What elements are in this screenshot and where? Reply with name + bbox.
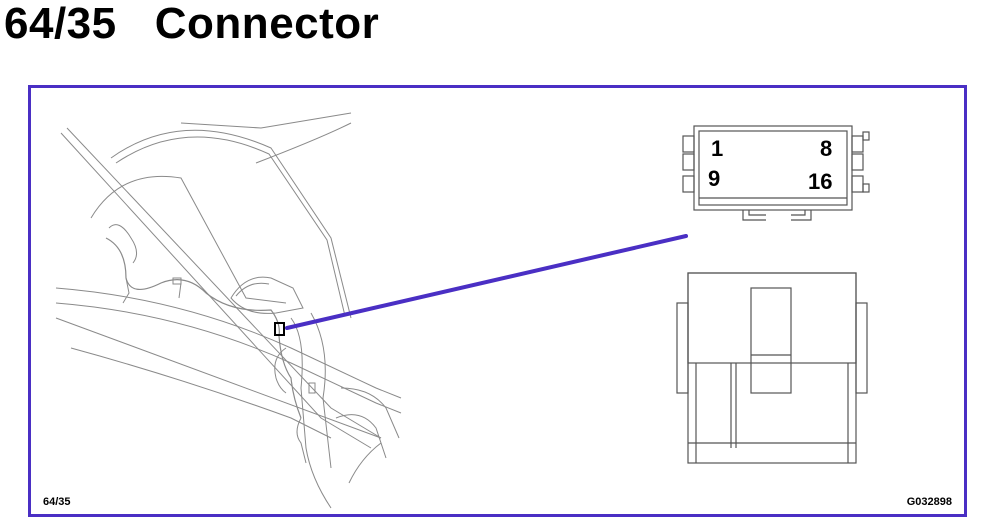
pin-label-1: 1	[711, 136, 724, 161]
pin-label-16: 16	[808, 169, 833, 194]
connector-side-view	[676, 272, 868, 464]
pin-label-8: 8	[820, 136, 833, 161]
diagram-frame: 1 8 9 16 64/35 G032898	[28, 85, 967, 517]
diagram-reference-left: 64/35	[43, 496, 71, 508]
pointer-line	[285, 234, 688, 330]
diagram-drawing	[55, 112, 870, 509]
connector-face-view	[682, 125, 870, 221]
connector-location-marker	[274, 322, 285, 336]
diagram-reference-right: G032898	[906, 496, 952, 508]
pin-label-9: 9	[708, 166, 721, 191]
page-title: 64/35 Connector	[4, 0, 380, 48]
car-door-illustration	[55, 112, 402, 509]
